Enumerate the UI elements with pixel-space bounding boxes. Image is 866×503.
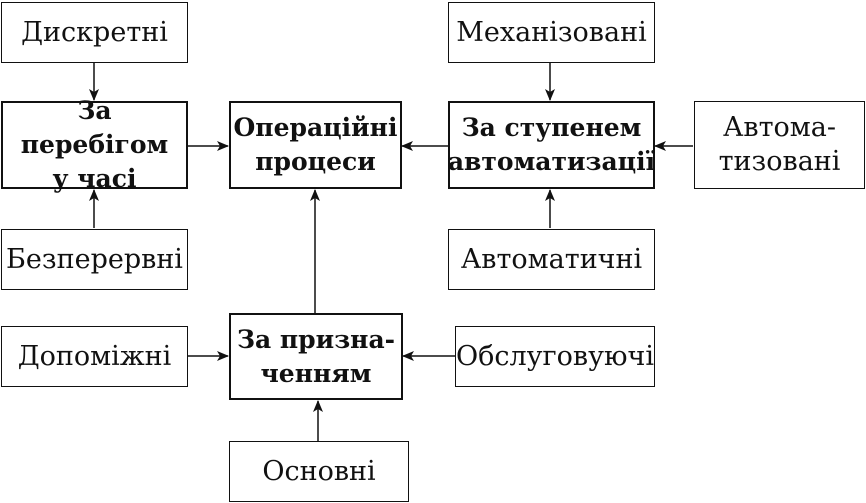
node-continuous: Безперервні <box>1 229 188 290</box>
node-main-label: Основні <box>262 455 376 487</box>
node-auxiliary-label: Допоміжні <box>17 340 172 372</box>
node-operational-line2: процеси <box>255 147 376 176</box>
node-servicing-label: Обслуговуючі <box>455 340 655 372</box>
node-mechanized-label: Механізовані <box>456 16 647 48</box>
node-by-purpose: За призна- ченням <box>229 313 403 400</box>
node-by-time: За перебігом у часі <box>1 96 188 193</box>
node-by-automation-line2: автоматизації <box>447 147 656 176</box>
node-by-time-line1: За перебігом <box>20 96 169 159</box>
node-operational-processes: Операційні процеси <box>229 101 402 189</box>
node-automatic: Автоматичні <box>448 229 655 290</box>
node-servicing: Обслуговуючі <box>455 326 655 387</box>
node-by-automation: За ступенем автоматизації <box>448 101 655 189</box>
node-by-purpose-line2: ченням <box>260 358 372 388</box>
node-operational-line1: Операційні <box>233 113 398 142</box>
node-discrete: Дискретні <box>1 2 188 63</box>
node-automatic-label: Автоматичні <box>460 243 643 275</box>
node-continuous-label: Безперервні <box>6 243 183 275</box>
node-automated-line1: Автома- <box>722 112 837 143</box>
node-discrete-label: Дискретні <box>21 16 168 48</box>
node-main: Основні <box>229 441 409 502</box>
node-auxiliary: Допоміжні <box>1 326 188 387</box>
node-by-purpose-line1: За призна- <box>236 324 396 354</box>
node-mechanized: Механізовані <box>448 2 655 63</box>
node-automated: Автома- тизовані <box>694 101 865 189</box>
node-by-automation-line1: За ступенем <box>461 113 642 142</box>
node-by-time-line2: у часі <box>52 164 137 193</box>
node-automated-line2: тизовані <box>718 146 841 177</box>
